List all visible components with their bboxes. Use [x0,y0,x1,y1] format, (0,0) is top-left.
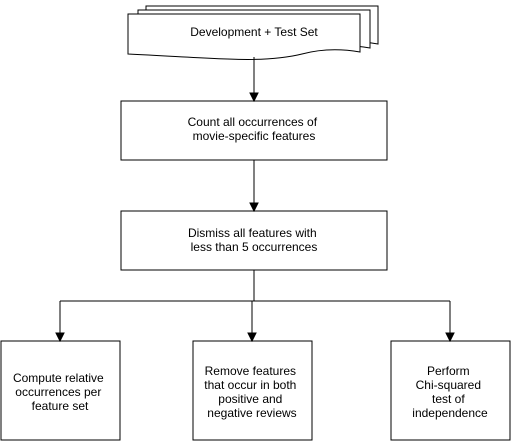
process-box-chi-squared [390,340,511,441]
document-shape-front [127,13,361,60]
node-dismiss-features-line-2: less than 5 occurrences [191,240,318,254]
node-compute-relative-line-1: Compute relative [13,371,104,385]
node-chi-squared-label: Perform Chi-squared test of independence [412,364,488,420]
process-box-compute [0,340,121,441]
node-dismiss-features: Dismiss all features with less than 5 oc… [120,210,388,271]
node-chi-squared-line-4: independence [412,406,488,420]
node-input-docs-label: Development + Test Set [190,25,318,39]
process-box-remove [192,340,313,441]
node-compute-relative-line-2: occurrences per [15,385,101,399]
process-box-count [120,100,388,161]
node-dismiss-features-line-1: Dismiss all features with [188,226,317,240]
node-compute-relative-label: Compute relative occurrences per feature… [13,371,107,413]
node-remove-features: Remove features that occur in both posit… [192,340,313,441]
arrowhead-icon [445,332,455,343]
node-chi-squared-line-2: Chi-squared [416,378,481,392]
arrowhead-icon [249,92,259,103]
node-dismiss-features-label: Dismiss all features with less than 5 oc… [188,226,320,254]
arrowhead-icon [249,202,259,213]
edge-dismiss-branches [60,270,450,302]
node-chi-squared: Perform Chi-squared test of independence [390,340,511,441]
edge-dismiss-to-remove [247,301,257,343]
node-input-docs-line-1: Development + Test Set [190,25,318,39]
node-remove-features-line-2: that occur in both [204,378,296,392]
edges [55,57,455,343]
node-chi-squared-line-3: test of [432,392,465,406]
process-box-dismiss [120,210,388,271]
edge-input-to-count [249,57,259,103]
arrowhead-icon [55,332,65,343]
node-count-features: Count all occurrences of movie-specific … [120,100,388,161]
node-compute-relative: Compute relative occurrences per feature… [0,340,121,441]
node-count-features-label: Count all occurrences of movie-specific … [188,115,321,143]
node-remove-features-label: Remove features that occur in both posit… [204,364,299,420]
node-input-docs: Development + Test Set [127,5,379,60]
edge-dismiss-to-chi-squared [445,301,455,343]
edge-count-to-dismiss [249,160,259,213]
edge-dismiss-to-compute [55,301,65,343]
node-count-features-line-2: movie-specific features [193,129,316,143]
node-chi-squared-line-1: Perform [427,364,470,378]
arrowhead-icon [247,332,257,343]
node-compute-relative-line-3: feature set [32,399,89,413]
node-remove-features-line-1: Remove features [205,364,296,378]
node-remove-features-line-4: negative reviews [207,406,296,420]
node-count-features-line-1: Count all occurrences of [188,115,318,129]
node-remove-features-line-3: positive and [218,392,282,406]
